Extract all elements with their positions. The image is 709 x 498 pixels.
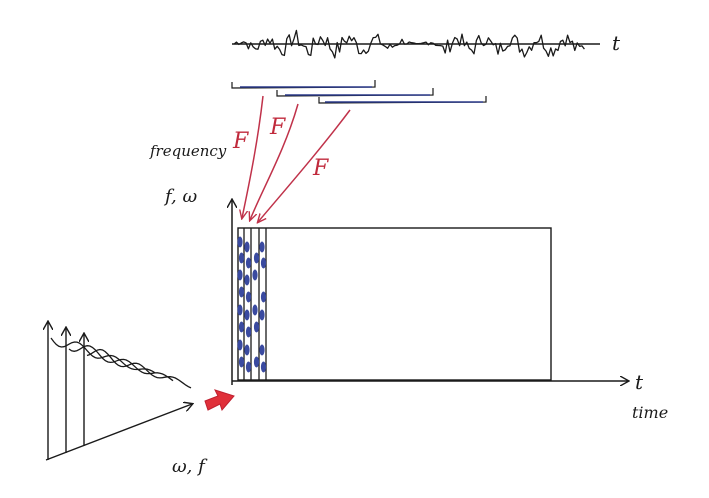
fourier-label-2: F xyxy=(269,115,286,140)
spectrum-curve xyxy=(86,348,192,389)
stft-coefficient-mark xyxy=(259,309,265,321)
fourier-arrow-2 xyxy=(250,103,299,220)
stft-coefficient-mark xyxy=(253,321,260,333)
time-signal: t xyxy=(232,29,621,59)
spectrum-curve xyxy=(68,345,174,382)
stft-coefficient-mark xyxy=(237,304,243,316)
signal-axis-label: t xyxy=(612,31,621,55)
window-columns xyxy=(243,228,267,380)
stft-coefficient-mark xyxy=(237,269,243,281)
stft-coefficient-mark xyxy=(259,344,265,356)
frequency-axis-label: frequency xyxy=(149,142,227,160)
stft-coefficient-mark xyxy=(244,241,250,253)
stft-coefficient-mark xyxy=(238,321,245,333)
stft-coefficient-mark xyxy=(244,274,250,286)
time-frequency-plane xyxy=(237,227,552,381)
stft-coefficient-mark xyxy=(245,361,252,373)
frequency-axis-symbols: f, ω xyxy=(163,186,197,207)
stft-coefficient-mark xyxy=(238,286,245,298)
spectrogram: frequency f, ω t time xyxy=(149,142,668,422)
stft-coefficient-mark xyxy=(245,257,252,269)
stft-coefficient-mark xyxy=(244,344,250,356)
stft-coefficient-mark xyxy=(238,356,245,368)
stft-coefficient-mark xyxy=(260,291,267,303)
stft-coefficient-mark xyxy=(245,291,252,303)
stft-coefficient-mark xyxy=(237,339,243,351)
stft-coefficient-mark xyxy=(259,241,265,253)
stft-coefficient-mark xyxy=(260,257,267,269)
time-axis-label: time xyxy=(632,403,668,422)
stft-coefficient-mark xyxy=(260,361,267,373)
fourier-arrow-1 xyxy=(242,95,264,218)
spectra-axis-label: ω, f xyxy=(172,456,208,477)
stft-coefficient-mark xyxy=(244,309,250,321)
time-axis-symbol: t xyxy=(635,370,644,394)
stft-coefficient-mark xyxy=(253,252,260,264)
spectra-depth-axis xyxy=(45,404,192,461)
fourier-arrow-3 xyxy=(258,109,351,222)
fourier-arrows: F F F xyxy=(232,95,351,222)
red-arrow-icon xyxy=(204,389,235,411)
stft-coefficient-mark xyxy=(253,356,260,368)
signal-waveform xyxy=(233,29,585,59)
stft-coefficient-mark xyxy=(238,252,245,264)
fourier-label-1: F xyxy=(232,129,249,154)
stft-coefficient-mark xyxy=(237,236,243,248)
stft-coefficient-mark xyxy=(245,326,252,338)
stft-coefficients xyxy=(237,236,267,373)
stft-coefficient-mark xyxy=(252,269,258,281)
fourier-label-3: F xyxy=(312,156,329,181)
stft-coefficient-mark xyxy=(252,304,258,316)
window-segments xyxy=(231,80,487,104)
spectra-stack: ω, f xyxy=(46,322,208,477)
